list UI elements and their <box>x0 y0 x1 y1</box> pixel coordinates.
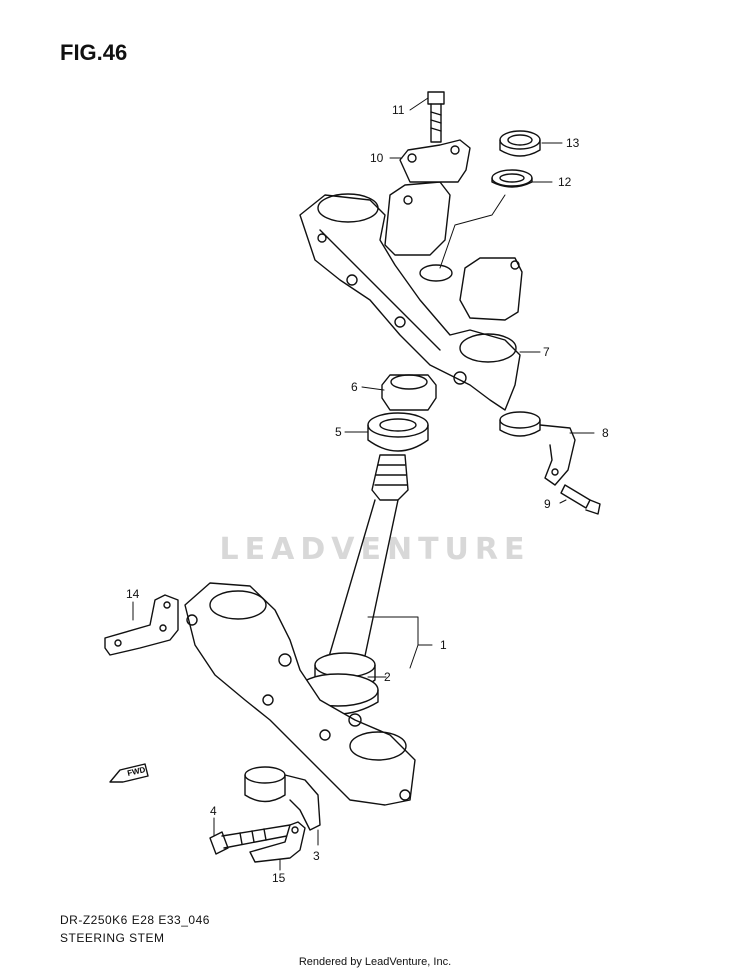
callout-2: 2 <box>384 670 391 684</box>
handlebar-holder-cap <box>399 139 471 183</box>
callout-15: 15 <box>272 871 286 885</box>
callout-10: 10 <box>370 151 384 165</box>
nut-13 <box>499 130 541 157</box>
callout-13: 13 <box>566 136 580 150</box>
holder-bolt <box>427 91 445 143</box>
figure-title: FIG.46 <box>60 40 128 65</box>
callout-4: 4 <box>210 804 217 818</box>
lower-bracket <box>184 582 416 806</box>
callout-7: 7 <box>543 345 550 359</box>
caption-model: DR-Z250K6 E28 E33_046 <box>60 913 210 927</box>
callout-5: 5 <box>335 425 342 439</box>
bolt-9 <box>560 484 601 515</box>
bearing-5 <box>367 412 429 452</box>
footer-credit: Rendered by LeadVenture, Inc. <box>298 956 452 968</box>
callout-12: 12 <box>558 175 572 189</box>
bracket-8 <box>499 411 576 486</box>
callout-14: 14 <box>126 587 140 601</box>
fwd-label: FWD <box>126 765 146 778</box>
steering-stem-shaft <box>327 454 409 671</box>
callout-11: 11 <box>392 103 405 117</box>
fwd-arrow-icon <box>109 763 149 783</box>
upper-bracket <box>299 193 521 411</box>
callout-8: 8 <box>602 426 609 440</box>
callout-9: 9 <box>544 497 551 511</box>
clamp-3 <box>244 766 321 831</box>
lock-nut-6 <box>381 374 437 411</box>
callout-3: 3 <box>313 849 320 863</box>
watermark: LEADVENTURE <box>219 532 531 567</box>
handlebar-holders <box>384 181 523 321</box>
bracket-14 <box>104 594 179 656</box>
callout-1: 1 <box>440 638 447 652</box>
callout-6: 6 <box>351 380 358 394</box>
leader-lines <box>132 97 595 871</box>
caption-name: STEERING STEM <box>60 931 165 945</box>
washer-12 <box>491 169 533 188</box>
bracket-15 <box>249 821 306 863</box>
